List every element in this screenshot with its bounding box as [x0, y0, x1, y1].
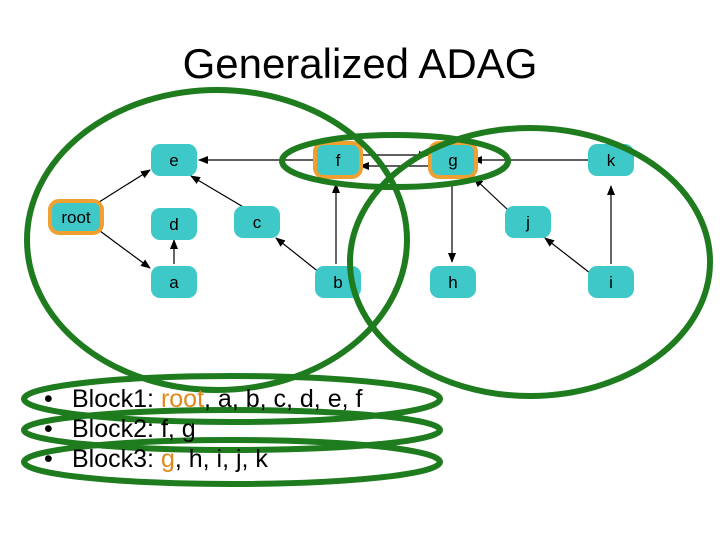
block1-ellipse [24, 87, 410, 393]
node-k-label: k [607, 151, 616, 170]
block1-prefix: Block1: [72, 385, 161, 413]
node-c-label: c [253, 213, 262, 232]
node-h-label: h [448, 273, 457, 292]
node-e-shape [151, 144, 197, 176]
node-a-shape [151, 266, 197, 298]
bullet-block2-ellipse [21, 407, 443, 453]
node-d-shape [151, 208, 197, 240]
block1-highlight: root [160, 385, 205, 413]
node-g-label: g [448, 151, 457, 170]
node-i: i [588, 266, 634, 298]
block2-rest: f, g [160, 415, 196, 443]
bullet-block1-ellipse [21, 373, 443, 425]
bullet-block3-ellipse [21, 437, 443, 487]
block-ellipses [21, 87, 713, 487]
slide-title: Generalized ADAG [182, 40, 538, 87]
node-j: j [505, 206, 551, 238]
edge-b-c [275, 237, 321, 274]
node-i-shape [588, 266, 634, 298]
edge-c-e [190, 175, 246, 209]
node-f-label: f [336, 151, 341, 170]
node-h: h [430, 266, 476, 298]
node-j-shape [505, 206, 551, 238]
block-list: • Block1: root , a, b, c, d, e, f • Bloc… [44, 384, 362, 474]
node-root: root [48, 199, 104, 235]
block3-highlight: g [160, 445, 175, 473]
block3-item: • Block3: g , h, i, j, k [44, 444, 362, 474]
block2-ellipse [279, 132, 511, 190]
node-d-label: d [169, 215, 178, 234]
bullet-marker: • [44, 385, 53, 413]
edge-i-j [544, 237, 591, 274]
nodes: root e f g k d c j [48, 141, 634, 298]
node-k: k [588, 144, 634, 176]
node-c: c [234, 206, 280, 238]
node-e: e [151, 144, 197, 176]
bullet-marker: • [44, 415, 53, 443]
node-root-label: root [61, 208, 91, 227]
node-a-label: a [169, 273, 179, 292]
node-k-shape [588, 144, 634, 176]
block1-rest: , a, b, c, d, e, f [204, 385, 363, 413]
node-d: d [151, 208, 197, 240]
block3-ellipse [347, 125, 713, 399]
node-j-label: j [525, 213, 530, 232]
node-b-label: b [333, 273, 342, 292]
block2-item: • Block2: f, g [44, 414, 362, 444]
edge-j-g [473, 177, 509, 211]
block2-prefix: Block2: [72, 415, 161, 443]
node-a: a [151, 266, 197, 298]
edge-root-a [95, 227, 151, 269]
bullet-marker: • [44, 445, 53, 473]
node-f-shape [313, 141, 363, 179]
node-root-shape [48, 199, 104, 235]
block3-prefix: Block3: [72, 445, 161, 473]
node-e-label: e [169, 151, 178, 170]
edge-root-e [95, 169, 151, 205]
node-h-shape [430, 266, 476, 298]
block1-item: • Block1: root , a, b, c, d, e, f [44, 384, 362, 414]
node-f: f [313, 141, 363, 179]
block3-rest: , h, i, j, k [174, 445, 268, 473]
node-i-label: i [609, 273, 613, 292]
node-c-shape [234, 206, 280, 238]
